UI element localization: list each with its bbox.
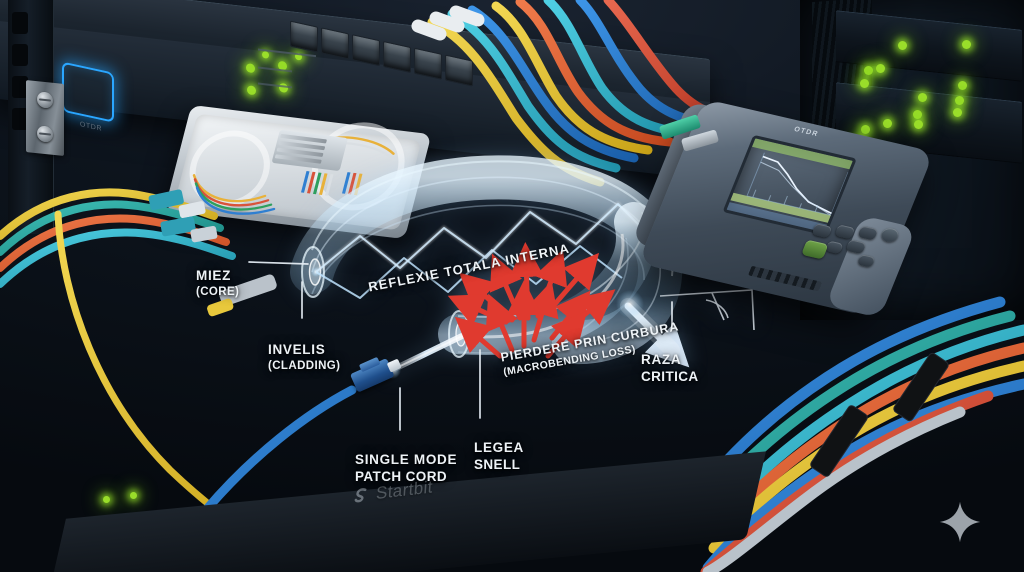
led-indicator — [958, 81, 967, 90]
label-patchcord-line2: PATCH CORD — [355, 468, 447, 484]
led-indicator — [860, 79, 869, 88]
led-indicator — [953, 108, 962, 117]
led-indicator — [914, 120, 923, 129]
label-snell-line1: LEGEA — [474, 440, 525, 456]
label-cladding-sub: (CLADDING) — [268, 359, 341, 372]
label-snell-line2: SNELL — [474, 456, 521, 472]
label-core: MIEZ (CORE) — [196, 252, 239, 315]
led-indicator — [955, 96, 964, 105]
label-snell-law: LEGEA SNELL — [474, 424, 524, 490]
sparkle-icon — [939, 501, 981, 543]
led-indicator — [918, 93, 927, 102]
fiber-splice-tray — [164, 104, 432, 240]
label-critical-line2: CRITICA — [641, 368, 699, 384]
otdr-screen — [722, 134, 857, 236]
rack-rail-hole — [12, 76, 28, 98]
led-indicator — [962, 40, 971, 49]
label-critical-ray: RAZA CRITICA — [641, 336, 699, 402]
otdr-meter: OTDR — [631, 98, 935, 318]
led-indicator — [876, 64, 885, 73]
led-indicator — [861, 125, 870, 134]
watermark: Startbit — [352, 477, 433, 506]
led-indicator — [883, 119, 892, 128]
label-critical-line1: RAZA — [641, 352, 682, 368]
label-cladding: INVELIS (CLADDING) — [268, 326, 340, 389]
rack-rail-hole — [12, 12, 28, 34]
label-core-title: MIEZ — [196, 268, 232, 284]
label-cladding-title: INVELIS — [268, 342, 326, 358]
led-indicator — [898, 41, 907, 50]
rack-rail-hole — [12, 108, 28, 130]
tray-interior — [174, 113, 422, 231]
led-indicator — [913, 110, 922, 119]
led-indicator — [130, 492, 137, 499]
led-indicator — [103, 496, 110, 503]
startbit-logo-icon — [354, 488, 367, 503]
label-core-sub: (CORE) — [196, 285, 240, 298]
label-patchcord-line1: SINGLE MODE — [355, 452, 458, 468]
rack-rail-hole — [12, 44, 28, 66]
led-indicator — [864, 66, 873, 75]
label-patch-cord: SINGLE MODE PATCH CORD — [355, 436, 457, 502]
